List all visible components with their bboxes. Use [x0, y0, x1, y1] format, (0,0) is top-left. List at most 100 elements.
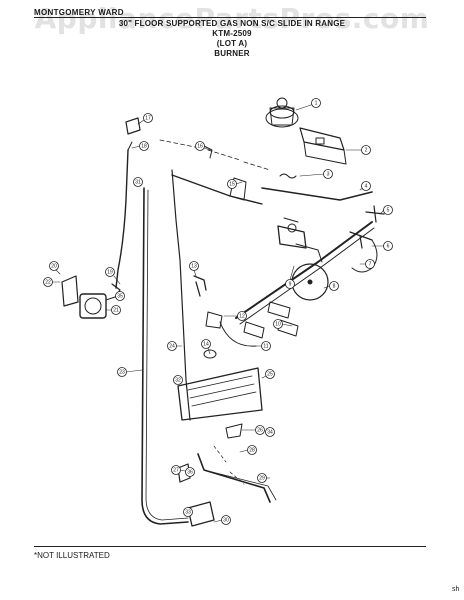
burner-rod — [261, 187, 373, 201]
callout-number: 34 — [267, 430, 273, 436]
valve-body — [299, 127, 347, 165]
baffle-plate — [177, 367, 263, 421]
callout-number: 5 — [387, 208, 390, 214]
callout-number: 3 — [327, 172, 330, 178]
supply-tube — [141, 187, 189, 525]
callout-number: 21 — [113, 308, 119, 314]
lower-igniter-8 — [243, 321, 265, 339]
callout-number: 20 — [51, 264, 57, 270]
callout-circle — [247, 445, 257, 455]
right-igniter-a — [349, 231, 373, 249]
lot-label: (LOT A) — [216, 39, 248, 48]
callout-number: 22 — [45, 280, 51, 286]
callout-number: 8 — [333, 284, 336, 290]
supply-tube-inner — [145, 189, 189, 521]
callout-number: 2 — [365, 148, 368, 154]
manifold-dash — [159, 139, 271, 171]
tube-fitting — [229, 177, 247, 201]
left-bracket — [205, 311, 223, 329]
callout-number: 11 — [263, 344, 268, 350]
callout-number: 25 — [267, 372, 273, 378]
callout-circle — [171, 465, 181, 475]
lower-igniter-9 — [267, 301, 291, 319]
callout-circle — [183, 507, 193, 517]
callout-number: 27 — [173, 468, 179, 474]
page-mark: sh — [452, 586, 460, 593]
callout-number: 29 — [259, 476, 265, 482]
callout-number: 18 — [141, 144, 147, 150]
leader-lines — [51, 103, 385, 523]
callout-circle — [139, 141, 149, 151]
callout-circle — [195, 141, 205, 151]
manifold-upper — [171, 174, 263, 205]
pilot-tube-left — [115, 149, 129, 289]
brand-label: MONTGOMERY WARD — [34, 8, 124, 17]
callout-circle — [117, 367, 127, 377]
left-igniter — [193, 275, 207, 297]
callout-number: 33 — [185, 510, 191, 516]
callout-number: 6 — [387, 244, 390, 250]
callout-circle — [221, 515, 231, 525]
callout-circle — [265, 427, 275, 437]
callout-circle — [285, 279, 295, 289]
callout-number: 14 — [203, 342, 209, 348]
callout-circle — [173, 375, 183, 385]
callout-number: 13 — [191, 264, 197, 270]
callout-number: 19 — [107, 270, 113, 276]
main-manifold-2 — [239, 227, 375, 325]
model-number: KTM-2509 — [212, 29, 252, 38]
callout-number: 36 — [187, 470, 193, 476]
callout-number: 7 — [369, 262, 372, 268]
lower-bracket — [177, 463, 191, 483]
section-label: BURNER — [214, 49, 250, 58]
callout-circle — [167, 341, 177, 351]
callout-circle — [265, 369, 275, 379]
callout-number: 9 — [289, 282, 292, 288]
callout-circle — [227, 179, 237, 189]
lower-rail — [197, 453, 271, 503]
small-ring — [203, 349, 217, 359]
header-rule — [34, 17, 426, 18]
callout-number: 31 — [135, 180, 141, 186]
footnote: *NOT ILLUSTRATED — [34, 551, 110, 560]
callout-circle — [361, 181, 371, 191]
callout-number: 24 — [169, 344, 175, 350]
callout-circle — [143, 113, 153, 123]
orifice-wire — [219, 321, 257, 347]
lower-valve — [187, 501, 215, 527]
spring-fitting — [279, 173, 297, 179]
pilot-tube-long — [171, 169, 191, 421]
center-valve-cluster — [277, 217, 323, 263]
callout-circle — [383, 205, 393, 215]
callout-circle — [189, 261, 199, 271]
callout-circle — [361, 145, 371, 155]
callout-number: 32 — [175, 378, 181, 384]
top-left-fitting — [125, 117, 141, 135]
callout-circle — [111, 305, 121, 315]
callout-circle — [43, 277, 53, 287]
callout-circle — [329, 281, 339, 291]
callout-group: 1234567891011121314151617181920212223242… — [43, 98, 393, 525]
callout-circle — [105, 267, 115, 277]
callout-circle — [311, 98, 321, 108]
callout-circle — [49, 261, 59, 271]
clip-part — [203, 145, 213, 159]
callout-circle — [115, 291, 125, 301]
callout-circle — [185, 467, 195, 477]
callout-circle — [237, 311, 247, 321]
callout-number: 28 — [249, 448, 255, 454]
top-burner-head — [265, 97, 299, 128]
callout-number: 1 — [315, 101, 318, 107]
lower-clip — [225, 423, 243, 439]
callout-number: 10 — [275, 322, 281, 328]
lower-rail-2 — [203, 469, 277, 501]
callout-circle — [257, 473, 267, 483]
callout-circle — [365, 259, 375, 269]
callout-number: 17 — [145, 116, 151, 122]
callout-circle — [273, 319, 283, 329]
regulator — [61, 275, 119, 319]
callout-circle — [133, 177, 143, 187]
diagram-title: 30" FLOOR SUPPORTED GAS NON S/C SLIDE IN… — [118, 19, 346, 28]
callout-circle — [201, 339, 211, 349]
